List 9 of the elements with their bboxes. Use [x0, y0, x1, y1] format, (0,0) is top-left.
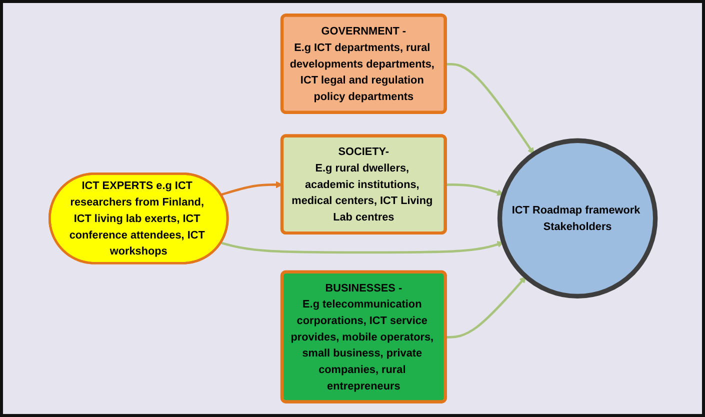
oval-node: ICT EXPERTS e.g ICT researchers from Finland, ICT living lab exerts, ICT conference attendees, ICT workshops	[48, 172, 229, 264]
arrow	[446, 62, 534, 154]
rounded-box: BUSINESSES - E.g telecommunication corporations, ICT service provides, mobile operators, small business, private companies, rural entrepreneurs	[280, 270, 447, 404]
arrow	[220, 241, 504, 254]
rounded-box: SOCIETY- E.g rural dwellers, academic institutions, medical centers, ICT Living Lab centres	[280, 134, 447, 235]
rounded-box: GOVERNMENT - E.g ICT departments, rural developments departments, ICT legal and regulation policy departments	[280, 14, 447, 114]
center-circle: ICT Roadmap framework Stakeholders	[497, 138, 658, 299]
arrow	[446, 184, 504, 196]
arrow	[446, 276, 526, 338]
